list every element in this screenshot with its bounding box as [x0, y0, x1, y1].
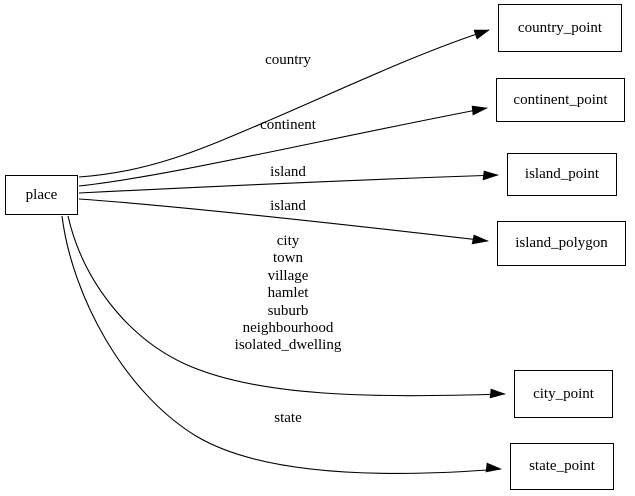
node-state_point[interactable]: state_point: [510, 443, 614, 490]
edge-label-line: town: [273, 250, 303, 267]
edge-label-line: isolated_dwelling: [234, 337, 342, 354]
graph-edge-place-to-island_polygon: [78, 198, 490, 245]
node-place[interactable]: place: [5, 175, 78, 215]
node-label: country_point: [517, 19, 603, 36]
node-city_point[interactable]: city_point: [514, 370, 613, 418]
edge-label-edge-island-polygon: island: [270, 198, 306, 215]
arrowhead-icon: [471, 234, 490, 245]
arrowhead-icon: [471, 105, 489, 116]
edge-line: [78, 107, 488, 187]
graph-edge-place-to-city_point: [67, 215, 507, 399]
node-label: island_polygon: [515, 235, 608, 251]
node-continent_point[interactable]: continent_point: [496, 78, 625, 122]
arrowhead-icon: [485, 462, 503, 473]
edge-label-edge-country: country: [265, 52, 311, 69]
graph-edge-place-to-country_point: [78, 29, 490, 178]
graph-edge-place-to-island_point: [78, 170, 500, 194]
edge-label-line: continent: [260, 117, 316, 133]
node-label: continent_point: [513, 91, 608, 108]
edge-label-line: state: [274, 410, 302, 426]
edge-label-line: country: [265, 52, 311, 68]
edge-label-edge-continent: continent: [260, 117, 316, 134]
node-label: state_point: [529, 458, 595, 474]
node-label: city_point: [533, 385, 594, 402]
edge-label-line: suburb: [267, 302, 309, 319]
arrowhead-icon: [482, 170, 500, 181]
edge-line: [78, 174, 499, 194]
edge-label-line: island: [270, 164, 306, 180]
arrowhead-icon: [489, 388, 507, 399]
node-island_polygon[interactable]: island_polygon: [497, 221, 626, 266]
edge-line: [78, 29, 490, 178]
node-label: island_point: [524, 166, 600, 182]
edge-label-line: village: [267, 267, 309, 284]
edge-label-line: city: [276, 233, 300, 249]
node-label: place: [25, 186, 58, 203]
arrowhead-icon: [473, 29, 490, 40]
edge-line: [67, 215, 506, 397]
edge-label-edge-state-point: state: [274, 410, 302, 427]
edge-label-line: hamlet: [267, 285, 309, 302]
edge-label-edge-island-point: island: [270, 164, 306, 181]
node-country_point[interactable]: country_point: [498, 4, 622, 52]
graph-edge-place-to-continent_point: [78, 105, 489, 187]
edge-label-line: neighbourhood: [242, 320, 334, 337]
node-island_point[interactable]: island_point: [507, 153, 617, 196]
edge-line: [61, 215, 502, 474]
graph-edge-place-to-state_point: [61, 215, 503, 474]
edge-line: [78, 198, 489, 242]
edge-label-line: island: [270, 198, 306, 214]
